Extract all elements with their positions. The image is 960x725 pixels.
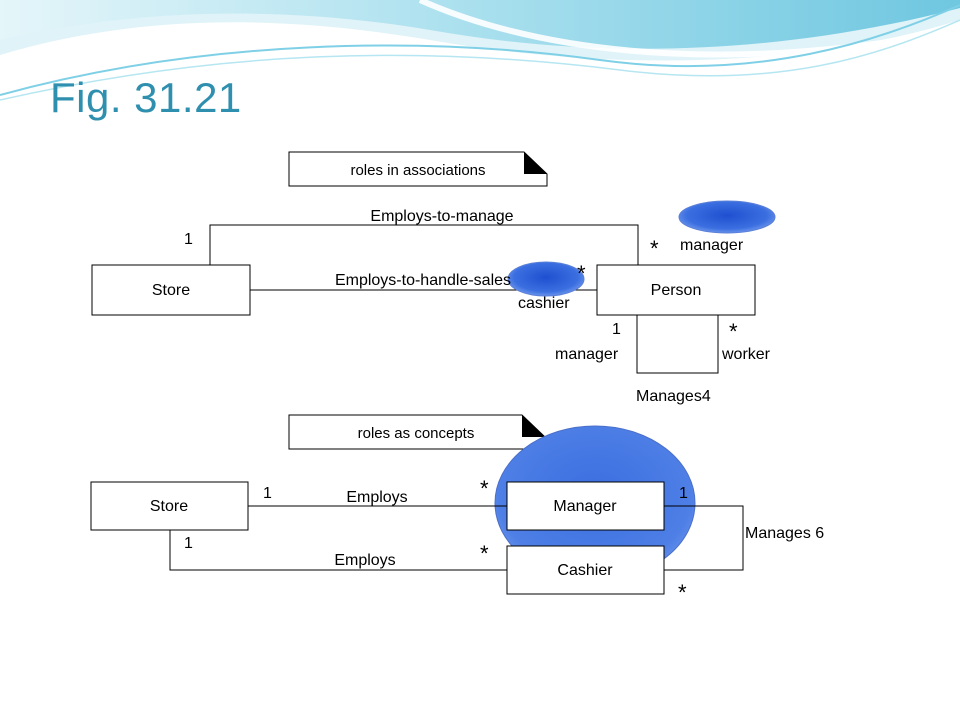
assoc-employs-cashier bbox=[169, 530, 507, 571]
class-box-store-top bbox=[91, 264, 251, 316]
mult-manager-star: * bbox=[480, 476, 489, 501]
page-title: Fig. 31.21 bbox=[50, 74, 242, 121]
mult-store-cashier: 1 bbox=[184, 535, 193, 552]
assoc-label-employs-to-manage: Employs-to-manage bbox=[370, 208, 513, 225]
store-label-bottom: Store bbox=[150, 498, 188, 515]
mult-cashier-star: * bbox=[480, 541, 489, 566]
note-text: roles as concepts bbox=[358, 425, 475, 442]
top-diagram: roles in associations Store Person Emplo… bbox=[91, 151, 776, 405]
mult-person-manage: * bbox=[650, 236, 659, 261]
store-label-top: Store bbox=[152, 282, 190, 299]
note-text: roles in associations bbox=[350, 162, 485, 179]
mult-person-sales: * bbox=[577, 261, 586, 286]
self-mult-one: 1 bbox=[612, 321, 621, 338]
mult-store-manage: 1 bbox=[184, 231, 193, 248]
manager-label: Manager bbox=[553, 498, 617, 515]
manages-label: Manages 6 bbox=[745, 525, 824, 542]
role-label-manager: manager bbox=[680, 237, 744, 254]
note-roles-in-associations: roles in associations bbox=[288, 151, 548, 187]
class-box-cashier bbox=[506, 545, 665, 595]
cashier-label: Cashier bbox=[557, 562, 613, 579]
assoc-label-employs-to-handle-sales: Employs-to-handle-sales bbox=[335, 272, 511, 289]
role-highlight-cashier bbox=[507, 261, 585, 297]
class-box-manager bbox=[506, 481, 665, 531]
manages-mult-many: * bbox=[678, 580, 687, 605]
note-roles-as-concepts: roles as concepts bbox=[288, 414, 546, 450]
assoc-employs-to-manage bbox=[209, 224, 639, 265]
assoc-manages-self bbox=[636, 315, 719, 374]
self-role-manager: manager bbox=[555, 346, 619, 363]
self-assoc-label: Manages4 bbox=[636, 388, 711, 405]
role-label-cashier: cashier bbox=[518, 295, 570, 312]
manages-mult-one: 1 bbox=[679, 485, 688, 502]
mult-store-manager: 1 bbox=[263, 485, 272, 502]
assoc-label-employs-cashier: Employs bbox=[334, 552, 395, 569]
assoc-label-employs-manager: Employs bbox=[346, 489, 407, 506]
person-label: Person bbox=[651, 282, 702, 299]
header-waves bbox=[0, 0, 960, 101]
class-box-person bbox=[596, 264, 756, 316]
class-box-store-bottom bbox=[90, 481, 249, 531]
self-mult-many: * bbox=[729, 319, 738, 344]
assoc-manages-6 bbox=[664, 505, 744, 571]
self-role-worker: worker bbox=[721, 346, 771, 363]
role-highlight-manager bbox=[678, 200, 776, 234]
bottom-diagram: roles as concepts Store Manager Cashier … bbox=[90, 414, 824, 605]
